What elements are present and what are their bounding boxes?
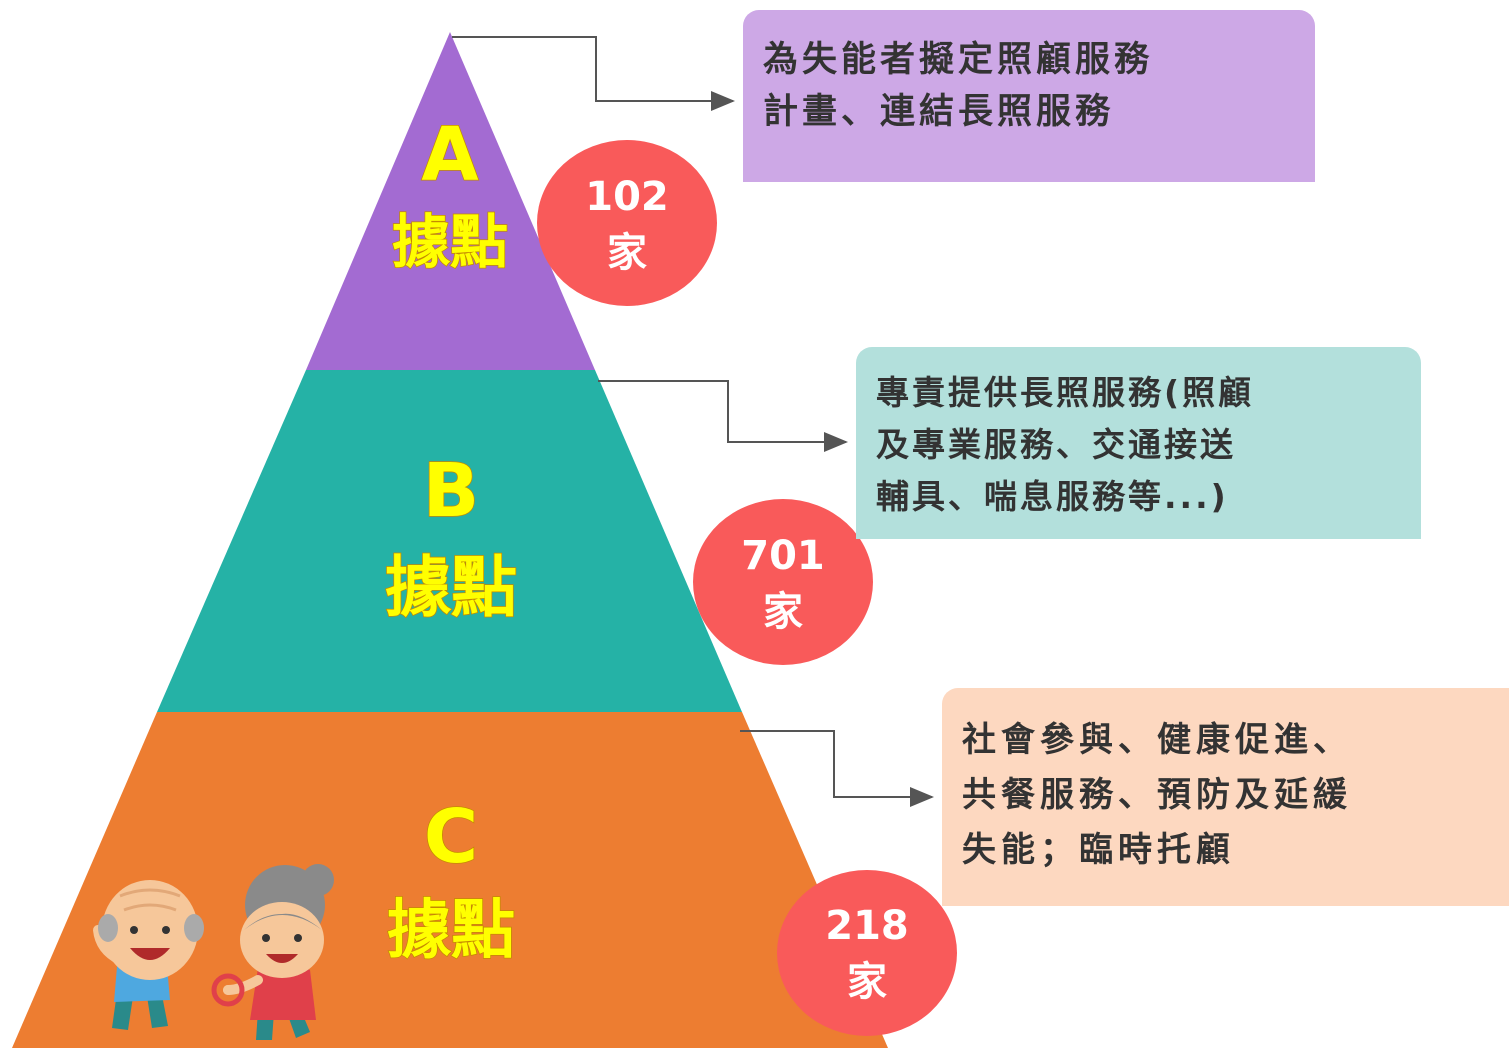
tier-b-description-line-2: 及專業服務、交通接送 xyxy=(876,425,1236,464)
tier-c-description-line-1: 社會參與、健康促進、 xyxy=(962,720,1352,760)
tier-a-description-box: 為失能者擬定照顧服務 計畫、連結長照服務 xyxy=(743,10,1315,182)
tier-b-description-line-3: 輔具、喘息服務等...) xyxy=(876,477,1229,516)
tier-a-count: 102 xyxy=(585,174,669,220)
tier-b-description-line-1: 專責提供長照服務(照顧 xyxy=(876,373,1255,412)
tier-a-description-line-2: 計畫、連結長照服務 xyxy=(763,92,1115,132)
tier-c-segment xyxy=(12,712,888,1048)
tier-a-letter: A xyxy=(421,112,478,198)
tier-c-unit: 家 xyxy=(847,959,887,1005)
tier-a-connector-arrow xyxy=(452,36,735,111)
tier-b-unit: 家 xyxy=(763,589,803,635)
tier-c-count-badge: 218 家 xyxy=(777,870,957,1036)
tier-b-description-box: 專責提供長照服務(照顧 及專業服務、交通接送 輔具、喘息服務等...) xyxy=(856,347,1421,539)
tier-b-label: 據點 xyxy=(385,549,517,626)
tier-c-letter: C xyxy=(424,794,478,880)
tier-c-label: 據點 xyxy=(387,894,515,968)
tier-b-count: 701 xyxy=(741,533,825,579)
grandma-figure-icon xyxy=(211,864,334,1040)
tier-a-label: 據點 xyxy=(392,208,508,276)
tier-b-segment xyxy=(157,370,742,712)
tier-c-description-line-2: 共餐服務、預防及延緩 xyxy=(962,775,1352,815)
grandpa-figure-icon xyxy=(93,880,204,1030)
tier-c-description-box: 社會參與、健康促進、 共餐服務、預防及延緩 失能；臨時托顧 xyxy=(942,688,1509,906)
tier-a-description-line-1: 為失能者擬定照顧服務 xyxy=(763,40,1154,80)
tier-b-letter: B xyxy=(423,448,479,534)
tier-a-count-badge: 102 家 xyxy=(537,140,717,306)
tier-c-connector-arrow xyxy=(740,730,934,807)
tier-b-connector-arrow xyxy=(598,380,848,452)
elderly-couple-icon xyxy=(93,864,334,1040)
tier-b-count-badge: 701 家 xyxy=(693,499,873,665)
tier-a-unit: 家 xyxy=(607,230,647,276)
tier-c-count: 218 xyxy=(825,903,909,949)
tier-a-segment xyxy=(306,32,595,370)
tier-c-description-line-3: 失能；臨時托顧 xyxy=(962,830,1235,870)
